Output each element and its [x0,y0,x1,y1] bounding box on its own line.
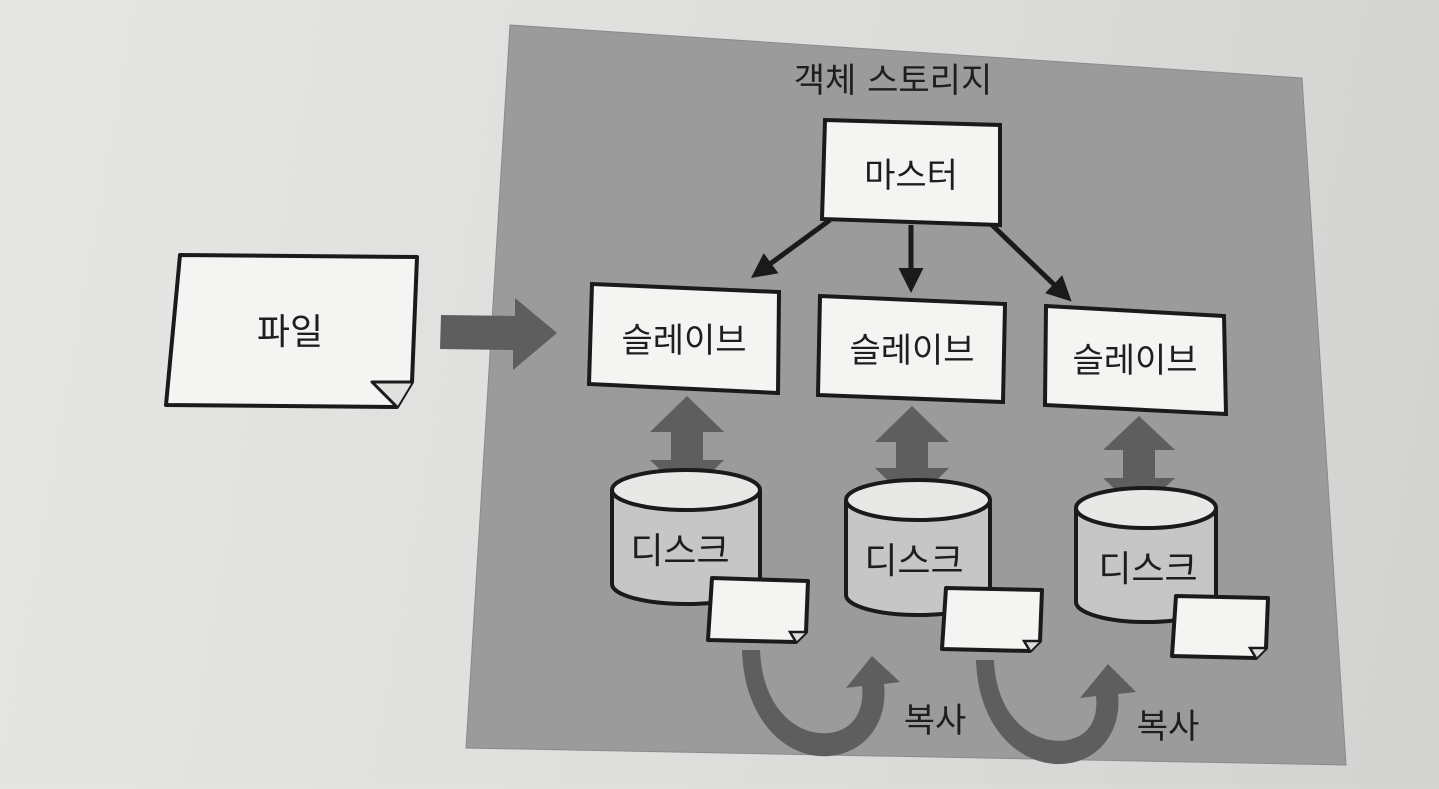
disk-label: 디스크 [1098,549,1197,590]
curved-arrow-icon [742,650,900,757]
disk-node-2: 디스크 [844,478,1044,653]
slave-node-2: 슬레이브 [815,293,1008,405]
storage-title: 객체 스토리지 [794,61,993,101]
disk-label: 디스크 [630,531,729,572]
slave-label: 슬레이브 [1072,341,1197,381]
slave-label: 슬레이브 [849,331,974,371]
right-arrow-icon [440,298,557,370]
slave-node-1: 슬레이브 [586,281,782,396]
curved-arrow-icon [976,660,1136,765]
master-node: 마스터 [819,117,1002,228]
file-document: 파일 [164,253,419,409]
file-label: 파일 [257,312,323,353]
down-arrow-icon [990,223,1072,302]
down-arrow-icon [750,217,832,278]
replication-label-2: 복사 [1137,707,1200,747]
replication-arrows [742,650,1136,765]
slave-node-3: 슬레이브 [1042,303,1229,417]
disk-node-1: 디스크 [610,468,810,644]
slave-label: 슬레이브 [621,321,746,361]
master-label: 마스터 [864,156,958,196]
master-arrows [750,217,1072,302]
disk-label: 디스크 [864,541,963,582]
disk-node-3: 디스크 [1074,486,1270,660]
replication-label-1: 복사 [904,701,967,741]
